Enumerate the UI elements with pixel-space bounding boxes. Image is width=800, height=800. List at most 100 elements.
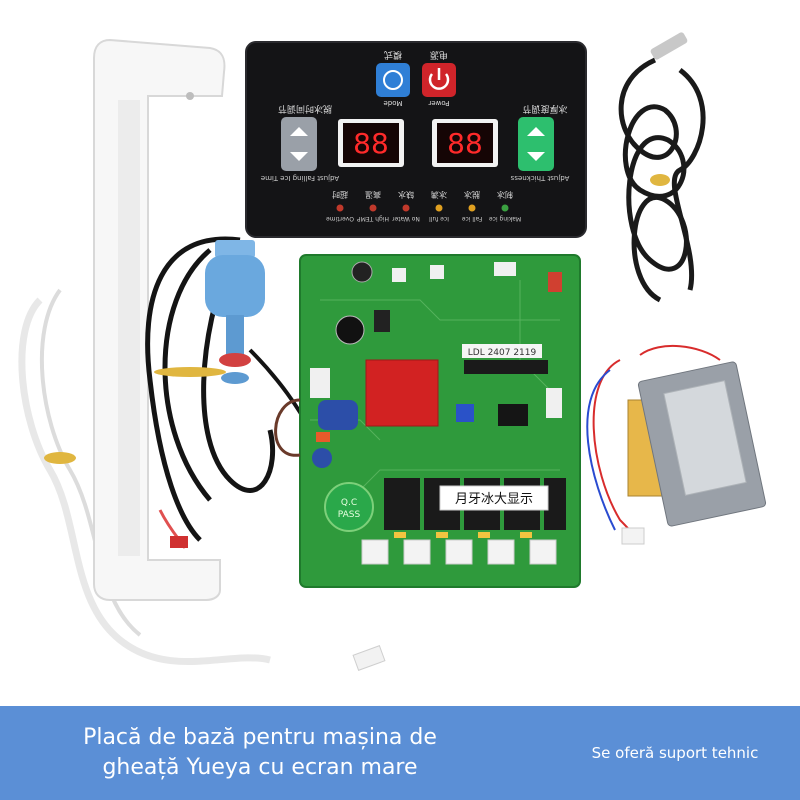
ribbon-cable <box>18 297 271 666</box>
mode-label: Mode <box>383 99 402 107</box>
driver-chip <box>498 404 528 426</box>
indicator-led <box>501 204 509 212</box>
water-level-sensor <box>145 236 312 549</box>
trim-pot <box>456 404 474 422</box>
indicator-label: Fall ice <box>461 215 482 222</box>
pcb-code-label <box>462 344 542 358</box>
qc-pass-stamp <box>324 482 374 532</box>
left-adjust-label: Adjust Falling Ice Time <box>261 174 339 182</box>
control-panel: 模式 电源 Mode Power 脱冰时间调节 冰厚度调节 88 88 Adju… <box>245 41 587 238</box>
ribbon-connector <box>352 645 386 671</box>
ic-chip <box>464 360 548 374</box>
connector-red <box>548 272 562 292</box>
indicator-label-cn: 脱冰 <box>464 190 480 200</box>
jumper-plug <box>316 432 330 442</box>
terminal-5 <box>529 539 557 565</box>
indicator-led <box>468 204 476 212</box>
terminal-4 <box>487 539 515 565</box>
indicator-led <box>435 204 443 212</box>
terminal-3 <box>445 539 473 565</box>
left-display-digits: 88 <box>353 127 389 160</box>
terminal-row <box>361 532 557 565</box>
indicator-led <box>369 204 377 212</box>
pcb-sticker <box>439 485 549 511</box>
caption-title-line-1: Placă de bază pentru mașina de <box>83 725 437 750</box>
temperature-sensor-cable <box>618 32 706 303</box>
connector-3 <box>494 262 516 276</box>
fuse-4 <box>520 532 532 538</box>
transformer-wire-blue <box>586 369 616 531</box>
indicator-label: Overtime <box>326 215 354 222</box>
float-stem <box>226 315 244 355</box>
caption-subtitle: Se oferă suport tehnic <box>591 744 759 762</box>
float-cable-band <box>154 367 226 377</box>
right-down-icon <box>527 152 545 161</box>
indicator-label: Ice full <box>429 215 449 222</box>
qc-pass-line2: PASS <box>338 510 361 520</box>
caption-banner <box>0 706 800 800</box>
left-adjust-button <box>281 117 317 171</box>
film-capacitor <box>318 400 358 430</box>
sensor-cable-coil <box>618 57 689 303</box>
float-base <box>221 372 249 384</box>
right-adjust-button <box>518 117 554 171</box>
indicator-label-cn: 缺水 <box>398 190 414 200</box>
left-down-icon <box>290 152 308 161</box>
indicator-label-cn: 冰满 <box>431 190 447 200</box>
capacitor-large <box>335 315 365 345</box>
indicator-led <box>336 204 344 212</box>
caption-title-line-2: gheață Yueya cu ecran mare <box>102 755 418 780</box>
power-icon <box>428 73 450 90</box>
handle-screw <box>186 92 194 100</box>
mode-label-cn: 模式 <box>384 49 402 61</box>
control-board: LDL 2407 2119 月牙冰大显示 Q.C PASS <box>274 254 581 588</box>
relay-5 <box>544 478 566 530</box>
left-adjust-label-cn: 脱冰时间调节 <box>278 103 332 115</box>
power-label: Power <box>428 99 449 107</box>
left-display <box>343 123 399 163</box>
sensor-cable-coil-2 <box>671 68 706 291</box>
indicator-label: No Water <box>392 215 420 222</box>
control-panel-body <box>245 41 587 238</box>
float-body <box>205 255 265 317</box>
main-relay <box>365 359 439 427</box>
right-adjust-label: Adjust Thickness <box>510 174 569 182</box>
fuse-3 <box>478 532 490 538</box>
transformer-plug <box>621 527 645 545</box>
fuse-2 <box>436 532 448 538</box>
varistor <box>312 448 332 468</box>
transformer <box>586 344 767 545</box>
connector-2 <box>430 265 444 279</box>
sensor-cable-tie <box>650 174 670 186</box>
indicator-label-cn: 高温 <box>365 190 381 200</box>
regulator <box>374 310 390 332</box>
connector-side <box>546 388 562 418</box>
door-handle-inner <box>118 100 140 556</box>
indicator-label-cn: 制冰 <box>497 190 513 200</box>
transformer-wire-top <box>639 344 721 361</box>
right-adjust-label-cn: 冰厚度调节 <box>522 103 567 115</box>
jumper-wire <box>274 398 301 457</box>
pcb-code-text: LDL 2407 2119 <box>468 348 537 358</box>
float-connector <box>170 536 188 548</box>
left-up-icon <box>290 127 308 136</box>
connector-left <box>310 368 330 398</box>
transformer-label <box>663 380 747 496</box>
right-display <box>437 123 493 163</box>
relay-1 <box>384 478 420 530</box>
sensor-probe <box>650 32 688 60</box>
right-up-icon <box>527 127 545 136</box>
power-label-cn: 电源 <box>430 49 448 61</box>
float-top <box>215 240 255 258</box>
float-ring <box>219 353 251 367</box>
pcb-sticker-text: 月牙冰大显示 <box>455 492 533 507</box>
terminal-1 <box>361 539 389 565</box>
terminal-2 <box>403 539 431 565</box>
cable-tie <box>44 452 76 464</box>
indicator-label: Making ice <box>489 215 521 222</box>
mode-icon <box>383 70 403 90</box>
caption-title: Placă de bază pentru mașina de gheață Yu… <box>0 706 520 800</box>
